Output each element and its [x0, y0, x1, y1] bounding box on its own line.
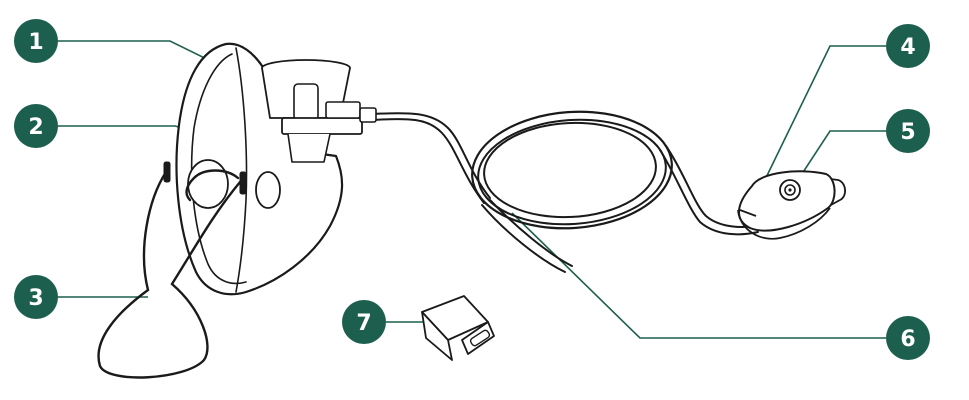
callout-1: 1 [14, 19, 58, 63]
callout-2: 2 [14, 104, 58, 148]
callout-number: 3 [28, 286, 43, 311]
callout-circle [886, 109, 930, 153]
callout-number: 5 [900, 120, 915, 145]
callout-5: 5 [886, 109, 930, 153]
leader-line-6 [511, 212, 886, 339]
callout-circle [14, 19, 58, 63]
callout-circle [14, 104, 58, 148]
callout-6: 6 [886, 316, 930, 360]
elastic-strap [97, 169, 242, 379]
callout-number: 1 [28, 30, 43, 55]
usb-c-adapter [421, 295, 495, 361]
power-button [779, 179, 801, 201]
callout-number: 7 [356, 311, 371, 336]
nebulizer-unit [737, 170, 846, 240]
callout-circle [886, 24, 930, 68]
callout-3: 3 [14, 275, 58, 319]
callout-number: 2 [28, 115, 43, 140]
callout-7: 7 [342, 300, 386, 344]
callout-number: 6 [900, 327, 915, 352]
leader-line-4 [759, 45, 886, 191]
callout-circle [886, 316, 930, 360]
callout-4: 4 [886, 24, 930, 68]
medicine-cup [261, 59, 377, 163]
connection-cable [371, 110, 759, 273]
callout-circle [14, 275, 58, 319]
callout-circle [342, 300, 386, 344]
face-mask [163, 42, 344, 296]
leader-line-5 [795, 130, 886, 184]
callout-number: 4 [900, 35, 915, 60]
